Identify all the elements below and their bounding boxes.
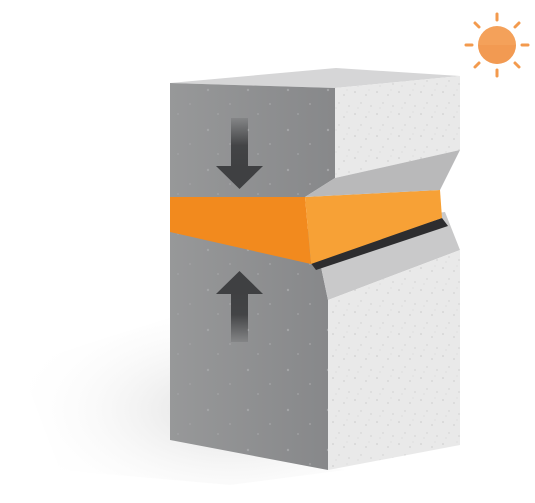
sun-icon (466, 14, 528, 76)
upper-block (170, 68, 460, 197)
